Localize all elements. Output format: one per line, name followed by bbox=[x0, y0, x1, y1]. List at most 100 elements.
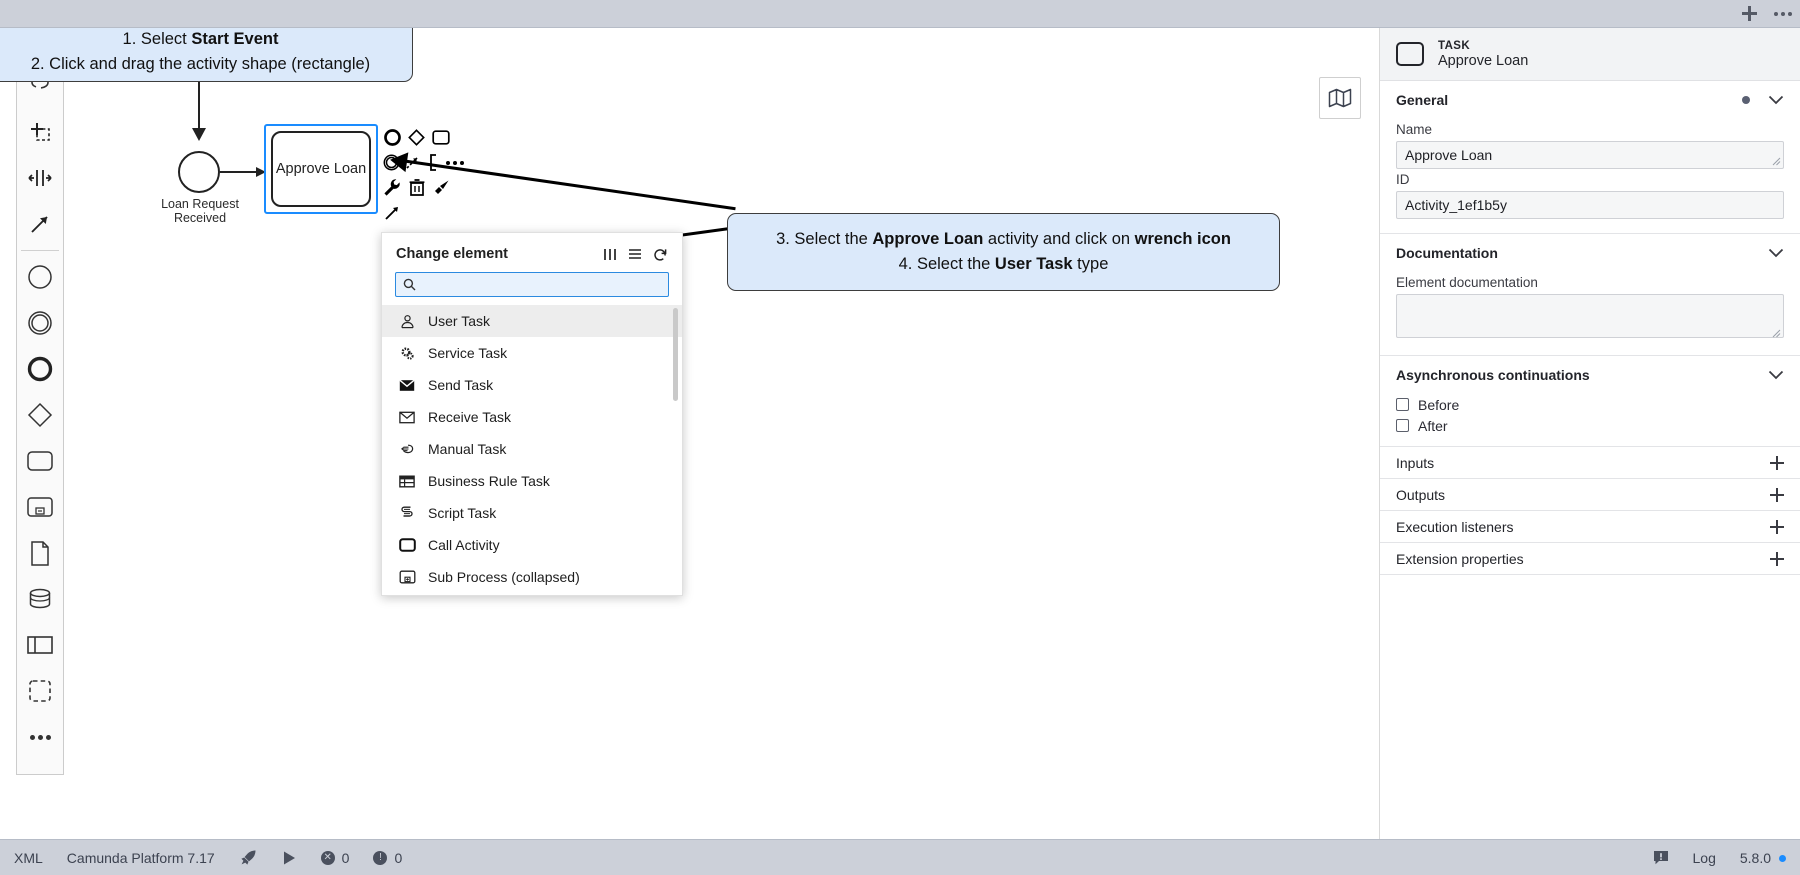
properties-group-documentation-body: Element documentation bbox=[1380, 275, 1800, 355]
status-deploy-button[interactable] bbox=[239, 849, 257, 867]
change-element-search-box[interactable] bbox=[395, 272, 669, 297]
properties-row-extension-properties-label: Extension properties bbox=[1396, 550, 1524, 567]
delete-icon[interactable] bbox=[407, 178, 426, 197]
task-label: Approve Loan bbox=[271, 131, 371, 207]
id-input[interactable] bbox=[1396, 191, 1784, 219]
columns-icon[interactable] bbox=[603, 248, 617, 261]
async-after-row[interactable]: After bbox=[1396, 415, 1784, 436]
callout-steps-1-2: 1. Select Start Event 2. Click and drag … bbox=[0, 28, 413, 82]
change-element-option-label: Sub Process (collapsed) bbox=[428, 569, 580, 585]
status-version[interactable]: 5.8.0 bbox=[1740, 850, 1786, 866]
properties-row-execution-listeners[interactable]: Execution listeners bbox=[1380, 511, 1800, 543]
add-execution-listener-button[interactable] bbox=[1770, 519, 1784, 534]
add-output-button[interactable] bbox=[1770, 487, 1784, 502]
chevron-down-icon[interactable] bbox=[1768, 95, 1784, 105]
change-element-option-sub-process-collapsed[interactable]: Sub Process (collapsed) bbox=[382, 561, 682, 590]
append-end-event-icon[interactable] bbox=[383, 128, 402, 147]
change-element-option-business-rule-task[interactable]: Business Rule Task bbox=[382, 465, 682, 497]
palette-item-space-tool[interactable] bbox=[17, 109, 63, 155]
properties-group-documentation-title: Documentation bbox=[1396, 245, 1498, 261]
status-error-count[interactable]: ✕ 0 bbox=[320, 850, 349, 866]
palette-item-group[interactable] bbox=[17, 668, 63, 714]
async-before-label: Before bbox=[1418, 396, 1460, 413]
context-pad bbox=[383, 125, 464, 220]
change-element-option-call-activity[interactable]: Call Activity bbox=[382, 529, 682, 561]
change-element-list-scrollbar[interactable] bbox=[673, 308, 678, 401]
append-intermediate-event-icon[interactable] bbox=[383, 153, 400, 172]
change-element-search-input[interactable] bbox=[423, 276, 661, 293]
reset-icon[interactable] bbox=[653, 247, 668, 261]
append-task-icon[interactable] bbox=[431, 128, 450, 147]
append-gateway-icon[interactable] bbox=[407, 128, 426, 147]
paintbrush-icon[interactable] bbox=[431, 178, 450, 197]
status-platform-label[interactable]: Camunda Platform 7.17 bbox=[67, 850, 215, 866]
name-input[interactable] bbox=[1396, 141, 1784, 169]
palette-item-task[interactable] bbox=[17, 438, 63, 484]
tab-bar-more-button[interactable] bbox=[1766, 1, 1800, 27]
async-after-checkbox[interactable] bbox=[1396, 419, 1409, 432]
bpmn-canvas[interactable]: Loan Request Received Approve Loan bbox=[0, 28, 1379, 839]
status-run-button[interactable] bbox=[281, 850, 297, 866]
properties-row-inputs[interactable]: Inputs bbox=[1380, 447, 1800, 479]
palette-item-data-store[interactable] bbox=[17, 576, 63, 622]
palette-item-connect-tool[interactable] bbox=[17, 201, 63, 247]
status-xml-button[interactable]: XML bbox=[14, 850, 43, 866]
status-warning-count[interactable]: ! 0 bbox=[373, 850, 402, 866]
warning-icon: ! bbox=[373, 850, 388, 865]
properties-row-extension-properties[interactable]: Extension properties bbox=[1380, 543, 1800, 575]
change-element-option-user-task[interactable]: User Task bbox=[382, 305, 682, 337]
change-element-search-wrap bbox=[382, 268, 682, 305]
palette-item-data-object[interactable] bbox=[17, 530, 63, 576]
callout-3-line1-bold2: wrench icon bbox=[1134, 230, 1231, 248]
map-icon bbox=[1328, 88, 1352, 108]
properties-panel: TASK Approve Loan General Name bbox=[1379, 28, 1800, 839]
palette-item-expanded-subprocess[interactable] bbox=[17, 484, 63, 530]
change-element-option-label: Manual Task bbox=[428, 441, 507, 457]
chevron-down-icon[interactable] bbox=[1768, 248, 1784, 258]
start-event-shape[interactable] bbox=[178, 151, 220, 193]
status-log-button[interactable]: Log bbox=[1693, 850, 1716, 866]
properties-group-async-title: Asynchronous continuations bbox=[1396, 367, 1590, 383]
context-pad-more-icon[interactable] bbox=[446, 153, 464, 172]
rocket-icon bbox=[241, 850, 256, 865]
callout-3-line1-bold1: Approve Loan bbox=[872, 230, 984, 248]
properties-group-documentation-header[interactable]: Documentation bbox=[1380, 234, 1800, 272]
notification-icon bbox=[1653, 850, 1668, 864]
palette-item-intermediate-event[interactable] bbox=[17, 300, 63, 346]
properties-group-general-header[interactable]: General bbox=[1380, 81, 1800, 119]
task-shape-approve-loan[interactable]: Approve Loan bbox=[264, 124, 378, 214]
element-documentation-textarea[interactable] bbox=[1396, 294, 1784, 338]
connect-arrow-icon[interactable] bbox=[383, 203, 402, 222]
change-element-option-manual-task[interactable]: Manual Task bbox=[382, 433, 682, 465]
change-element-option-script-task[interactable]: Script Task bbox=[382, 497, 682, 529]
service-task-icon bbox=[398, 346, 416, 361]
properties-row-outputs[interactable]: Outputs bbox=[1380, 479, 1800, 511]
play-icon bbox=[283, 851, 295, 864]
add-input-button[interactable] bbox=[1770, 455, 1784, 470]
callout-3-line2-suffix: type bbox=[1072, 254, 1109, 273]
async-before-row[interactable]: Before bbox=[1396, 394, 1784, 415]
palette-item-start-event[interactable] bbox=[17, 254, 63, 300]
palette-item-global-connect-tool[interactable] bbox=[17, 155, 63, 201]
change-element-options-list[interactable]: User Task Service Task Send Task bbox=[382, 305, 682, 590]
palette-item-more[interactable] bbox=[17, 714, 63, 760]
chevron-down-icon[interactable] bbox=[1768, 370, 1784, 380]
sequence-flow-connector[interactable] bbox=[220, 165, 266, 178]
minimap-toggle-button[interactable] bbox=[1319, 77, 1361, 119]
new-tab-button[interactable] bbox=[1732, 1, 1766, 27]
change-element-option-label: Script Task bbox=[428, 505, 497, 521]
wrench-icon[interactable] bbox=[383, 178, 402, 197]
list-icon[interactable] bbox=[628, 248, 642, 260]
palette-item-gateway[interactable] bbox=[17, 392, 63, 438]
change-element-option-send-task[interactable]: Send Task bbox=[382, 369, 682, 401]
palette-item-end-event[interactable] bbox=[17, 346, 63, 392]
change-element-option-service-task[interactable]: Service Task bbox=[382, 337, 682, 369]
add-extension-property-button[interactable] bbox=[1770, 551, 1784, 566]
properties-group-async-header[interactable]: Asynchronous continuations bbox=[1380, 356, 1800, 394]
status-notification-button[interactable] bbox=[1653, 850, 1669, 866]
ellipsis-icon bbox=[29, 734, 51, 740]
change-element-option-receive-task[interactable]: Receive Task bbox=[382, 401, 682, 433]
palette-item-participant[interactable] bbox=[17, 622, 63, 668]
async-before-checkbox[interactable] bbox=[1396, 398, 1409, 411]
